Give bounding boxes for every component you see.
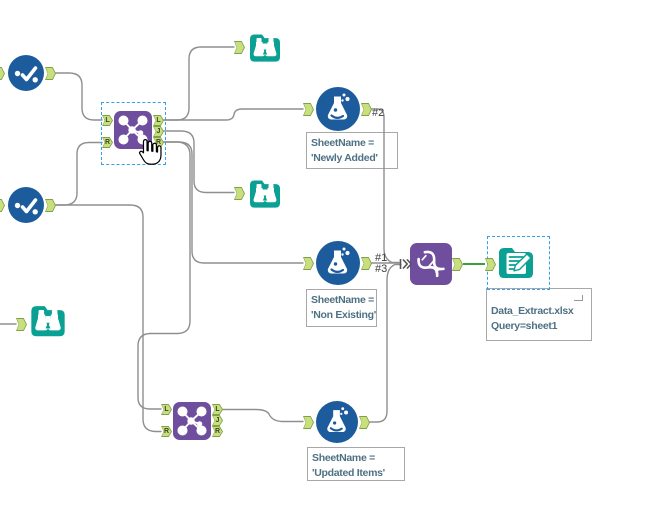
connection-join-L-to-formula-newly-added[interactable]	[163, 108, 304, 121]
unique-top-output-anchor[interactable]	[45, 67, 56, 80]
join-main-output-L-anchor[interactable]: L	[153, 115, 164, 126]
join-secondary-input-L-anchor[interactable]: L	[161, 404, 172, 415]
formula-newly-added-output-anchor[interactable]	[361, 103, 372, 116]
join-main-output-J-anchor[interactable]: J	[153, 126, 164, 137]
connection-join-R-to-join2-L[interactable]	[137, 141, 191, 410]
annotation-line: SheetName =	[312, 452, 375, 464]
browse-icon	[250, 34, 280, 62]
annotation-line: Data_Extract.xlsx	[491, 305, 574, 317]
output-input-anchor[interactable]	[485, 258, 496, 271]
union-dna-icon	[410, 243, 452, 285]
unique-bottom-input-anchor[interactable]	[0, 199, 5, 212]
formula-updated-items-output-anchor[interactable]	[359, 416, 370, 429]
union-tool[interactable]	[410, 243, 452, 285]
join-main-input-R-anchor[interactable]: R	[102, 137, 113, 148]
annotation-non-existing[interactable]: SheetName = 'Non Existing'	[306, 289, 377, 327]
annotation-line: SheetName =	[311, 137, 374, 149]
connection-join-L-to-browse-top[interactable]	[163, 46, 235, 121]
annotation-line: 'Updated Items'	[312, 467, 385, 479]
union-multi-input-anchor[interactable]	[399, 257, 412, 271]
join-secondary-output-L-anchor[interactable]: L	[212, 404, 223, 415]
annotation-corner-icon	[574, 295, 583, 301]
formula-flask-icon	[316, 87, 360, 131]
union-output-anchor[interactable]	[452, 258, 463, 271]
join-icon	[114, 111, 152, 149]
connection-join-J-to-browse-middle[interactable]	[163, 130, 235, 194]
browse-icon	[250, 180, 280, 208]
join-secondary-output-R-anchor[interactable]: R	[212, 426, 223, 437]
browse-icon	[31, 306, 65, 337]
annotation-line: 'Newly Added'	[311, 152, 378, 164]
unique-tool-top[interactable]	[8, 55, 44, 91]
connection-label-2: #2	[372, 107, 385, 119]
browse-top-input-anchor[interactable]	[234, 41, 245, 54]
browse-tool-top[interactable]	[247, 29, 283, 65]
browse-tool-left[interactable]	[28, 300, 68, 340]
formula-tool-newly-added[interactable]	[316, 87, 360, 131]
browse-middle-input-anchor[interactable]	[234, 187, 245, 200]
join-tool-secondary[interactable]	[173, 402, 211, 440]
join-icon	[173, 402, 211, 440]
connection-label-3: #3	[375, 262, 388, 275]
unique-top-input-anchor[interactable]	[0, 67, 5, 80]
join-main-selection-box	[101, 102, 166, 165]
annotation-updated-items[interactable]: SheetName = 'Updated Items'	[307, 447, 405, 481]
output-data-tool[interactable]	[496, 242, 536, 282]
join-main-output-R-anchor[interactable]: R	[153, 137, 164, 148]
unique-tool-bottom[interactable]	[8, 187, 44, 223]
join-secondary-input-R-anchor[interactable]: R	[161, 426, 172, 437]
unique-bottom-output-anchor[interactable]	[45, 199, 56, 212]
formula-non-existing-output-anchor[interactable]	[361, 257, 372, 270]
output-data-icon	[499, 248, 533, 278]
hand-cursor	[138, 139, 162, 165]
unique-icon	[8, 55, 44, 91]
formula-updated-items-input-anchor[interactable]	[303, 416, 314, 429]
connection-unique-bottom-to-join-R[interactable]	[55, 141, 103, 206]
annotation-line: 'Non Existing'	[311, 309, 376, 321]
connection-join2-L-to-formula-updated-items[interactable]	[222, 408, 304, 423]
formula-tool-updated-items[interactable]	[316, 401, 358, 443]
join-tool-main[interactable]	[114, 111, 152, 149]
annotation-line: SheetName =	[311, 294, 374, 306]
join-main-input-L-anchor[interactable]: L	[102, 115, 113, 126]
browse-left-input-anchor[interactable]	[16, 318, 27, 331]
browse-tool-middle[interactable]	[247, 175, 283, 211]
connection-unique-top-to-join-L[interactable]	[55, 72, 103, 121]
connection-unique-bottom-to-join2-R[interactable]	[55, 204, 162, 433]
formula-flask-icon	[316, 241, 360, 285]
formula-non-existing-input-anchor[interactable]	[303, 257, 314, 270]
annotation-newly-added[interactable]: SheetName = 'Newly Added'	[306, 132, 398, 169]
connection-label-1: #1	[375, 252, 388, 264]
join-secondary-output-J-anchor[interactable]: J	[212, 415, 223, 426]
annotation-line: Query=sheet1	[491, 320, 558, 332]
annotation-output-data[interactable]: Data_Extract.xlsx Query=sheet1	[486, 288, 592, 341]
unique-icon	[8, 187, 44, 223]
formula-newly-added-input-anchor[interactable]	[303, 103, 314, 116]
formula-tool-non-existing[interactable]	[316, 241, 360, 285]
formula-flask-icon	[316, 401, 358, 443]
connection-label-1-3: #1 #3	[375, 253, 387, 274]
